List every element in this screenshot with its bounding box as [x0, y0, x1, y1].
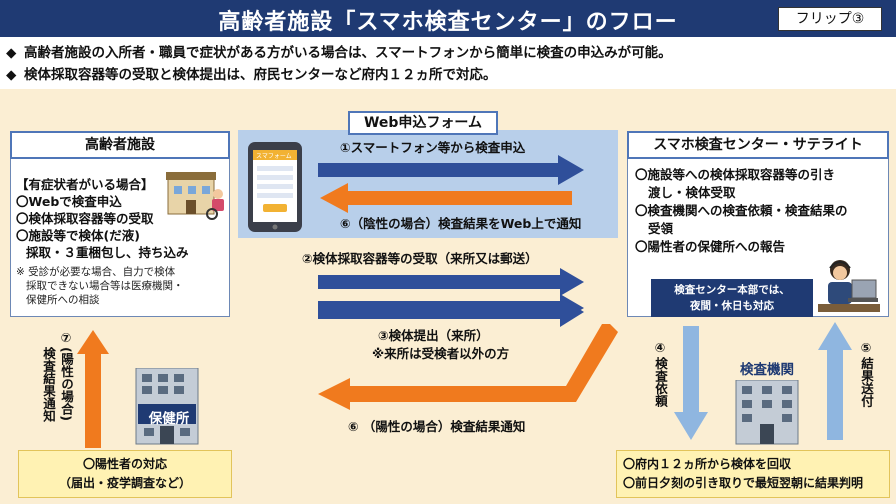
arrow-3-label: ③検体提出（来所）: [378, 328, 489, 343]
arrow-7-number: ⑦: [60, 330, 72, 345]
page-title: 高齢者施設「スマホ検査センター」のフロー: [218, 10, 678, 35]
arrow-6-positive: [318, 324, 618, 410]
bullet-text: 検体採取容器等の受取と検体提出は、府民センターなど府内１２ヵ所で対応。: [24, 67, 497, 83]
arrow-7: [77, 330, 109, 448]
facility-note: ※ 受診が必要な場合、自力で検体: [16, 266, 176, 278]
bullet-2: ◆ 検体採取容器等の受取と検体提出は、府民センターなど府内１２ヵ所で対応。: [6, 64, 896, 86]
diamond-icon: ◆: [6, 45, 17, 61]
facility-title: 高齢者施設: [10, 131, 230, 159]
center-item: 〇施設等への検体採取容器等の引き: [635, 167, 836, 182]
center-item: 〇陽性者の保健所への報告: [635, 239, 786, 254]
arrow-2-label: ②検体採取容器等の受取（来所又は郵送）: [302, 251, 538, 266]
health-center-box: 〇陽性者の対応 （届出・疫学調査など）: [18, 450, 232, 498]
lab-label: 検査機関: [740, 362, 794, 378]
phone-screen-label: スマフォーム: [256, 153, 292, 160]
lab-box: 〇府内１２ヵ所から検体を回収 〇前日夕刻の引き取りで最短翌朝に結果判明: [616, 450, 890, 498]
arrow-5-label: 結果送付: [859, 357, 874, 407]
facility-item: 〇Webで検査申込: [16, 194, 122, 209]
facility-item: 〇施設等で検体(だ液): [16, 228, 140, 243]
hq-line: 夜間・休日も対応: [690, 300, 774, 312]
hq-line: 検査センター本部では、: [674, 284, 790, 296]
arrow-7-label-b: 検査結果通知: [41, 347, 56, 422]
center-item: 〇検査機関への検査依頼・検査結果の: [635, 203, 848, 218]
arrow-3-note: ※来所は受検者以外の方: [372, 346, 510, 361]
center-item: 渡し・検体受取: [648, 185, 736, 200]
center-item: 受領: [648, 221, 674, 236]
web-form-title: Web申込フォーム: [348, 111, 498, 135]
facility-note: 保健所への相談: [26, 294, 100, 306]
diamond-icon: ◆: [6, 67, 17, 83]
arrow-4: [674, 326, 708, 440]
arrow-1-label: ①スマートフォン等から検査申込: [340, 140, 526, 155]
lab-item: 〇府内１２ヵ所から検体を回収: [623, 457, 792, 471]
arrow-4-label: 検査依頼: [653, 357, 668, 407]
health-center-building-icon: [135, 368, 199, 445]
flip-tag: フリップ③: [778, 7, 882, 31]
title-bar: [0, 0, 896, 37]
lab-item: 〇前日夕刻の引き取りで最短翌朝に結果判明: [623, 476, 864, 490]
center-title: スマホ検査センター・サテライト: [627, 131, 889, 159]
arrow-6-web: [320, 183, 572, 213]
center-content: 〇施設等への検体採取容器等の引き 渡し・検体受取 〇検査機関への検査依頼・検査結…: [635, 166, 848, 256]
arrow-1: [318, 155, 584, 185]
summary-bullets: ◆ 高齢者施設の入所者・職員で症状がある方がいる場合は、スマートフォンから簡単に検…: [0, 37, 896, 89]
facility-case-heading: 【有症状者がいる場合】: [16, 177, 154, 192]
hq-note: 検査センター本部では、 夜間・休日も対応: [651, 279, 813, 317]
operator-icon: [818, 260, 880, 312]
arrow-5: [818, 322, 852, 440]
arrow-7-label-a: (陽性の場合): [59, 347, 74, 421]
facility-item: 採取・３重梱包し、持ち込み: [26, 245, 189, 260]
bullet-1: ◆ 高齢者施設の入所者・職員で症状がある方がいる場合は、スマートフォンから簡単に検…: [6, 42, 896, 64]
health-center-item: 〇陽性者の対応: [82, 457, 167, 471]
facility-box: [10, 131, 230, 317]
arrow-6-positive-label: ⑥ （陽性の場合）検査結果通知: [348, 419, 526, 434]
arrow-5-number: ⑤: [860, 340, 872, 355]
nursing-home-icon: [166, 172, 224, 220]
smartphone-icon: スマフォーム: [248, 142, 302, 232]
bullet-text: 高齢者施設の入所者・職員で症状がある方がいる場合は、スマートフォンから簡単に検査…: [24, 45, 672, 61]
arrow-6-web-label: ⑥（陰性の場合）検査結果をWeb上で通知: [340, 216, 582, 231]
health-center-item: （届出・疫学調査など）: [58, 476, 191, 490]
lab-building-icon: [735, 380, 799, 445]
facility-item: 〇検体採取容器等の受取: [16, 211, 154, 226]
arrow-3: [318, 297, 584, 327]
facility-content: 【有症状者がいる場合】 〇Webで検査申込 〇検体採取容器等の受取 〇施設等で検…: [16, 176, 189, 307]
arrow-4-number: ④: [654, 340, 666, 355]
facility-note: 採取できない場合等は医療機関・: [26, 280, 184, 292]
health-center-label: 保健所: [148, 411, 190, 427]
